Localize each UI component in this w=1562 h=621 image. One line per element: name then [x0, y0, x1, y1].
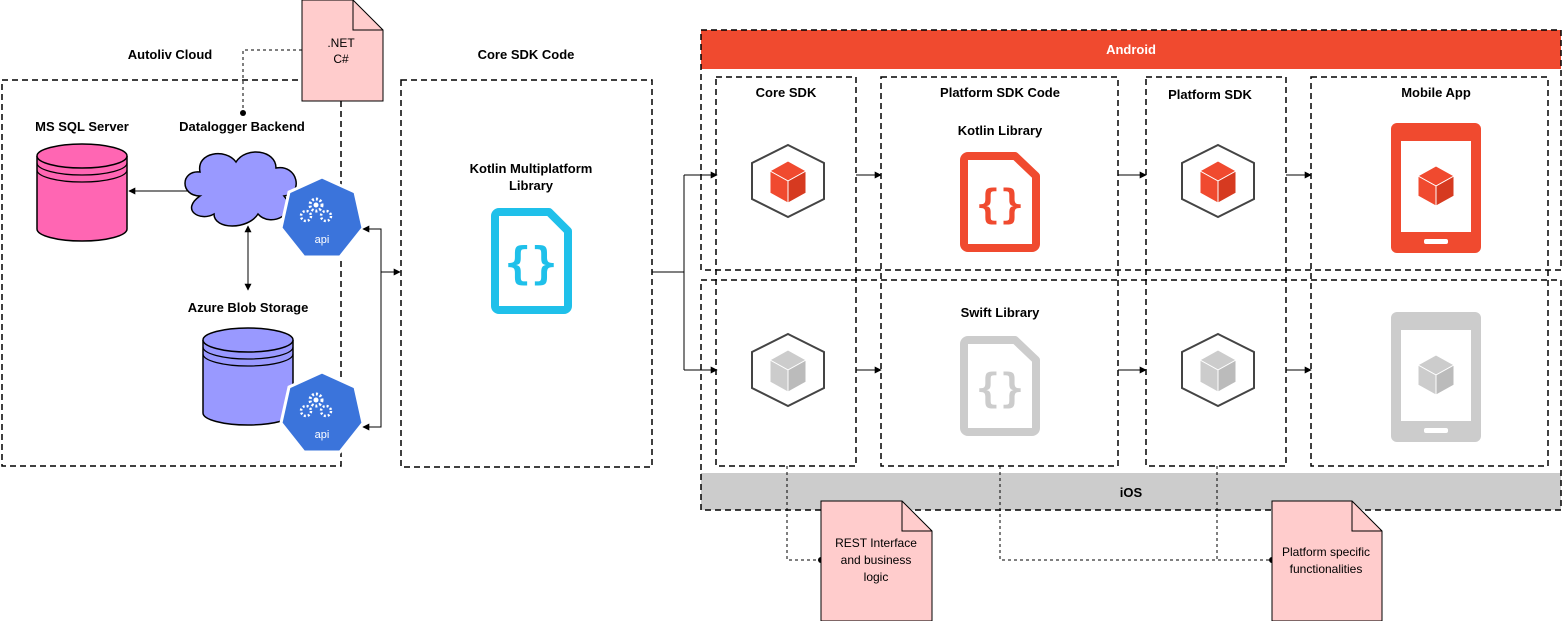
core-to-platform-connector	[652, 175, 685, 273]
kotlin-library-file-icon: {}	[960, 152, 1040, 252]
azure-blob-storage-label: Azure Blob Storage	[188, 300, 309, 315]
platform-sdk-label: Platform SDK	[1168, 87, 1252, 102]
mobile-app-column	[1310, 76, 1549, 467]
datalogger-cloud-icon	[184, 151, 297, 227]
android-platform-sdk-package-icon	[1181, 143, 1255, 219]
dotnet-note-connector	[242, 49, 302, 113]
kotlin-library-label: Kotlin Library	[958, 123, 1043, 138]
swift-library-label: Swift Library	[961, 305, 1041, 320]
blob-api-label: api	[315, 429, 330, 441]
ios-label: iOS	[1120, 485, 1143, 500]
backend-api-icon: api	[279, 175, 365, 259]
core-sdk-code-container	[400, 79, 653, 468]
blob-api-icon: api	[279, 370, 365, 454]
core-sdk-code-title: Core SDK Code	[478, 47, 575, 62]
kotlin-multiplatform-file-icon: {}	[491, 208, 572, 314]
android-label: Android	[1106, 42, 1156, 57]
ios-mobile-app-icon	[1391, 312, 1481, 442]
platform-specific-note: Platform specific functionalities	[1271, 500, 1383, 621]
svg-text:{}: {}	[505, 238, 558, 289]
ios-container	[700, 279, 1562, 511]
platform-note-connector-code	[999, 466, 1272, 561]
android-core-sdk-package-icon	[751, 143, 825, 219]
ios-core-sdk-package-icon	[751, 332, 825, 408]
ms-sql-database-icon	[36, 143, 128, 242]
autoliv-cloud-container	[1, 79, 342, 467]
azure-blob-database-icon	[202, 327, 294, 426]
dotnet-note: .NET C#	[301, 0, 384, 102]
rest-note-line2: and business	[841, 553, 912, 567]
android-container	[700, 29, 1562, 271]
kmp-library-label-line2: Library	[509, 178, 554, 193]
platform-sdk-code-label: Platform SDK Code	[940, 85, 1060, 100]
kmp-library-label-line1: Kotlin Multiplatform	[470, 161, 593, 176]
platform-sdk-column	[1145, 76, 1287, 467]
android-header-bar	[701, 30, 1561, 69]
mobile-app-label: Mobile App	[1401, 85, 1471, 100]
core-sdk-label: Core SDK	[756, 85, 817, 100]
core-sdk-column	[715, 76, 857, 467]
rest-note-line1: REST Interface	[835, 536, 917, 550]
ms-sql-server-label: MS SQL Server	[35, 119, 129, 134]
platform-note-line2: functionalities	[1290, 562, 1363, 576]
swift-library-file-icon: {}	[960, 336, 1040, 436]
rest-interface-note: REST Interface and business logic	[820, 500, 933, 621]
platform-note-line1: Platform specific	[1282, 545, 1370, 559]
datalogger-backend-label: Datalogger Backend	[179, 119, 305, 134]
svg-text:{}: {}	[976, 366, 1024, 412]
ios-platform-sdk-package-icon	[1181, 332, 1255, 408]
dotnet-label: .NET	[327, 36, 355, 50]
backend-api-label: api	[315, 234, 330, 246]
api-bracket-connector	[364, 228, 382, 428]
csharp-label: C#	[333, 52, 349, 66]
autoliv-cloud-title: Autoliv Cloud	[128, 47, 213, 62]
rest-note-connector	[786, 466, 821, 561]
dotnet-connector-dot	[240, 110, 246, 116]
android-mobile-app-icon	[1391, 123, 1481, 253]
rest-note-line3: logic	[864, 570, 889, 584]
svg-text:{}: {}	[976, 182, 1024, 228]
